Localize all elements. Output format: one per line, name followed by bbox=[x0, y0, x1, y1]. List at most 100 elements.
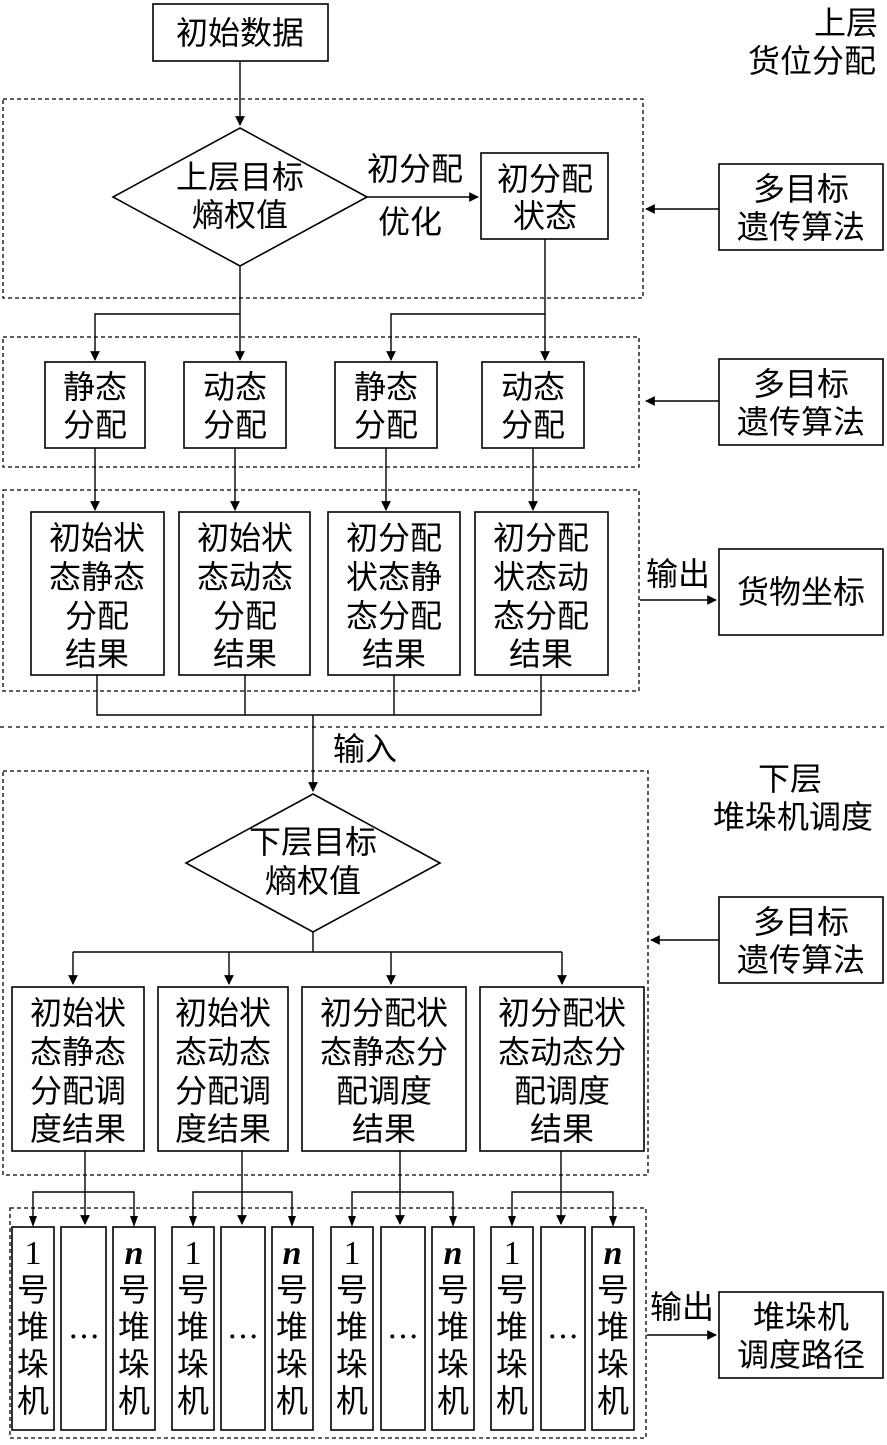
stacker-4-ellipsis-box bbox=[540, 1226, 586, 1431]
stacker-3-ellipsis: … bbox=[387, 1308, 419, 1346]
stacker-3-first-c4: 机 bbox=[336, 1382, 368, 1420]
alloc-box-1 bbox=[44, 361, 146, 449]
stacker-3-last-c4: 机 bbox=[437, 1382, 469, 1420]
schedule-box-1 bbox=[11, 986, 145, 1152]
lower-section-title-line1: 下层 bbox=[758, 760, 822, 798]
stacker-4-last-c4: 机 bbox=[597, 1382, 629, 1420]
ga-box-1-line2: 遗传算法 bbox=[737, 208, 865, 246]
schedule-box-4-line1: 初分配状 bbox=[498, 994, 626, 1032]
ga-box-2-line2: 遗传算法 bbox=[737, 403, 865, 441]
schedule-box-2 bbox=[157, 986, 289, 1152]
schedule-box-4-line2: 态动态分 bbox=[498, 1033, 626, 1071]
stacker-3-last-c1: 号 bbox=[437, 1271, 469, 1309]
stacker-2-first-c2: 堆 bbox=[177, 1308, 209, 1346]
upper-objective-line2: 熵权值 bbox=[192, 196, 288, 234]
alloc-box-4-line1: 动态 bbox=[501, 368, 565, 406]
alloc-box-2-line2: 分配 bbox=[203, 406, 267, 444]
stacker-3-ellipsis-box bbox=[380, 1226, 426, 1431]
stacker-3-first-c2: 堆 bbox=[336, 1308, 368, 1346]
stacker-1-ellipsis-box bbox=[60, 1226, 107, 1431]
result-box-4-line2: 状态动 bbox=[493, 558, 589, 596]
stacker-1-last-c3: 垛 bbox=[118, 1345, 150, 1383]
stacker-4-first-c1: 号 bbox=[496, 1271, 528, 1309]
result-box-4-line1: 初分配 bbox=[493, 519, 589, 557]
schedule-box-3 bbox=[301, 986, 467, 1152]
upper-section-title-line1: 上层 bbox=[814, 4, 878, 42]
result-box-3-line1: 初分配 bbox=[346, 519, 442, 557]
merge-line bbox=[96, 675, 542, 716]
result-box-1-line2: 态静态 bbox=[49, 558, 145, 596]
schedule-box-1-line3: 分配调 bbox=[30, 1072, 126, 1110]
stacker-2-last-num: n bbox=[283, 1235, 302, 1272]
schedule-box-2-line1: 初始状 bbox=[175, 994, 271, 1032]
ga-box-3-line2: 遗传算法 bbox=[737, 941, 865, 979]
result-box-1-line4: 结果 bbox=[65, 635, 129, 673]
stacker-2-ellipsis-box bbox=[220, 1226, 266, 1431]
alloc-box-2-line1: 动态 bbox=[203, 368, 267, 406]
result-box-3 bbox=[327, 511, 461, 676]
stacker-2-first-num: 1 bbox=[185, 1235, 202, 1272]
schedule-box-3-line1: 初分配状 bbox=[320, 994, 448, 1032]
stacker-2-last-c2: 堆 bbox=[276, 1308, 308, 1346]
result-box-1-line1: 初始状 bbox=[49, 519, 145, 557]
stacker-1-last-c1: 号 bbox=[118, 1271, 150, 1309]
stacker-1-first-c1: 号 bbox=[17, 1271, 49, 1309]
stacker-4-first-c2: 堆 bbox=[496, 1308, 528, 1346]
result-box-2-line2: 态动态 bbox=[197, 558, 293, 596]
result-box-2-line4: 结果 bbox=[213, 635, 277, 673]
arrow-to-static-alloc-2 bbox=[386, 313, 545, 361]
stacker-4-last-c3: 垛 bbox=[597, 1345, 629, 1383]
result-box-2-line3: 分配 bbox=[213, 597, 277, 635]
ga-box-3 bbox=[718, 896, 884, 984]
goods-coordinates-box bbox=[718, 548, 884, 636]
stacker-crane-group bbox=[9, 1207, 647, 1439]
stacker-1-last-c2: 堆 bbox=[118, 1308, 150, 1346]
alloc-box-1-line2: 分配 bbox=[63, 406, 127, 444]
stacker-2-first bbox=[171, 1226, 215, 1431]
g3-arrowhead-left bbox=[348, 1216, 356, 1227]
g2-arrowhead-right bbox=[288, 1216, 296, 1227]
g4-branch bbox=[511, 1191, 614, 1224]
stacker-3-first-num: 1 bbox=[344, 1235, 361, 1272]
schedule-box-2-line4: 度结果 bbox=[175, 1110, 271, 1148]
upper-objective-line1: 上层目标 bbox=[176, 158, 304, 196]
stacker-2-last-c3: 垛 bbox=[276, 1345, 308, 1383]
stacker-1-first bbox=[11, 1226, 55, 1431]
arrow-label-initial-allocation: 初分配 bbox=[367, 150, 463, 188]
output-label-lower: 输出 bbox=[650, 1288, 714, 1326]
g2-arrowhead-left bbox=[189, 1216, 197, 1227]
alloc-box-2 bbox=[183, 361, 287, 449]
g1-arrowhead-right bbox=[130, 1216, 138, 1227]
stacker-4-first bbox=[490, 1226, 534, 1431]
schedule-box-2-line3: 分配调 bbox=[175, 1072, 271, 1110]
ga-box-1 bbox=[718, 163, 884, 251]
result-box-4-line4: 结果 bbox=[509, 635, 573, 673]
initial-state-line2: 状态 bbox=[513, 197, 577, 235]
allocation-method-group bbox=[2, 336, 640, 468]
stacker-4-ellipsis: … bbox=[547, 1308, 579, 1346]
goods-coordinates-label: 货物坐标 bbox=[737, 573, 865, 611]
stacker-3-last-num: n bbox=[444, 1235, 463, 1272]
stacker-2-last-c4: 机 bbox=[276, 1382, 308, 1420]
stacker-1-last bbox=[112, 1226, 156, 1431]
schedule-box-1-line1: 初始状 bbox=[30, 994, 126, 1032]
alloc-box-3-line2: 分配 bbox=[354, 406, 418, 444]
result-box-1-line3: 分配 bbox=[65, 597, 129, 635]
ga-box-1-line1: 多目标 bbox=[753, 170, 849, 208]
result-box-4 bbox=[474, 511, 609, 676]
lower-objective-line2: 熵权值 bbox=[265, 862, 361, 900]
stacker-3-last-c2: 堆 bbox=[437, 1308, 469, 1346]
stacker-1-first-c2: 堆 bbox=[17, 1308, 49, 1346]
initial-data-label: 初始数据 bbox=[176, 14, 304, 52]
initial-data-box bbox=[152, 3, 329, 62]
g4-arrowhead-left bbox=[508, 1216, 516, 1227]
stacker-4-first-c4: 机 bbox=[496, 1382, 528, 1420]
stacker-1-last-num: n bbox=[125, 1235, 144, 1272]
stacker-2-ellipsis: … bbox=[227, 1308, 259, 1346]
schedule-box-4 bbox=[479, 986, 645, 1152]
g1-branch bbox=[32, 1191, 135, 1224]
stacker-2-first-c4: 机 bbox=[177, 1382, 209, 1420]
allocation-result-group bbox=[2, 489, 640, 692]
alloc-box-1-line1: 静态 bbox=[63, 368, 127, 406]
schedule-box-1-line2: 态静态 bbox=[30, 1033, 126, 1071]
